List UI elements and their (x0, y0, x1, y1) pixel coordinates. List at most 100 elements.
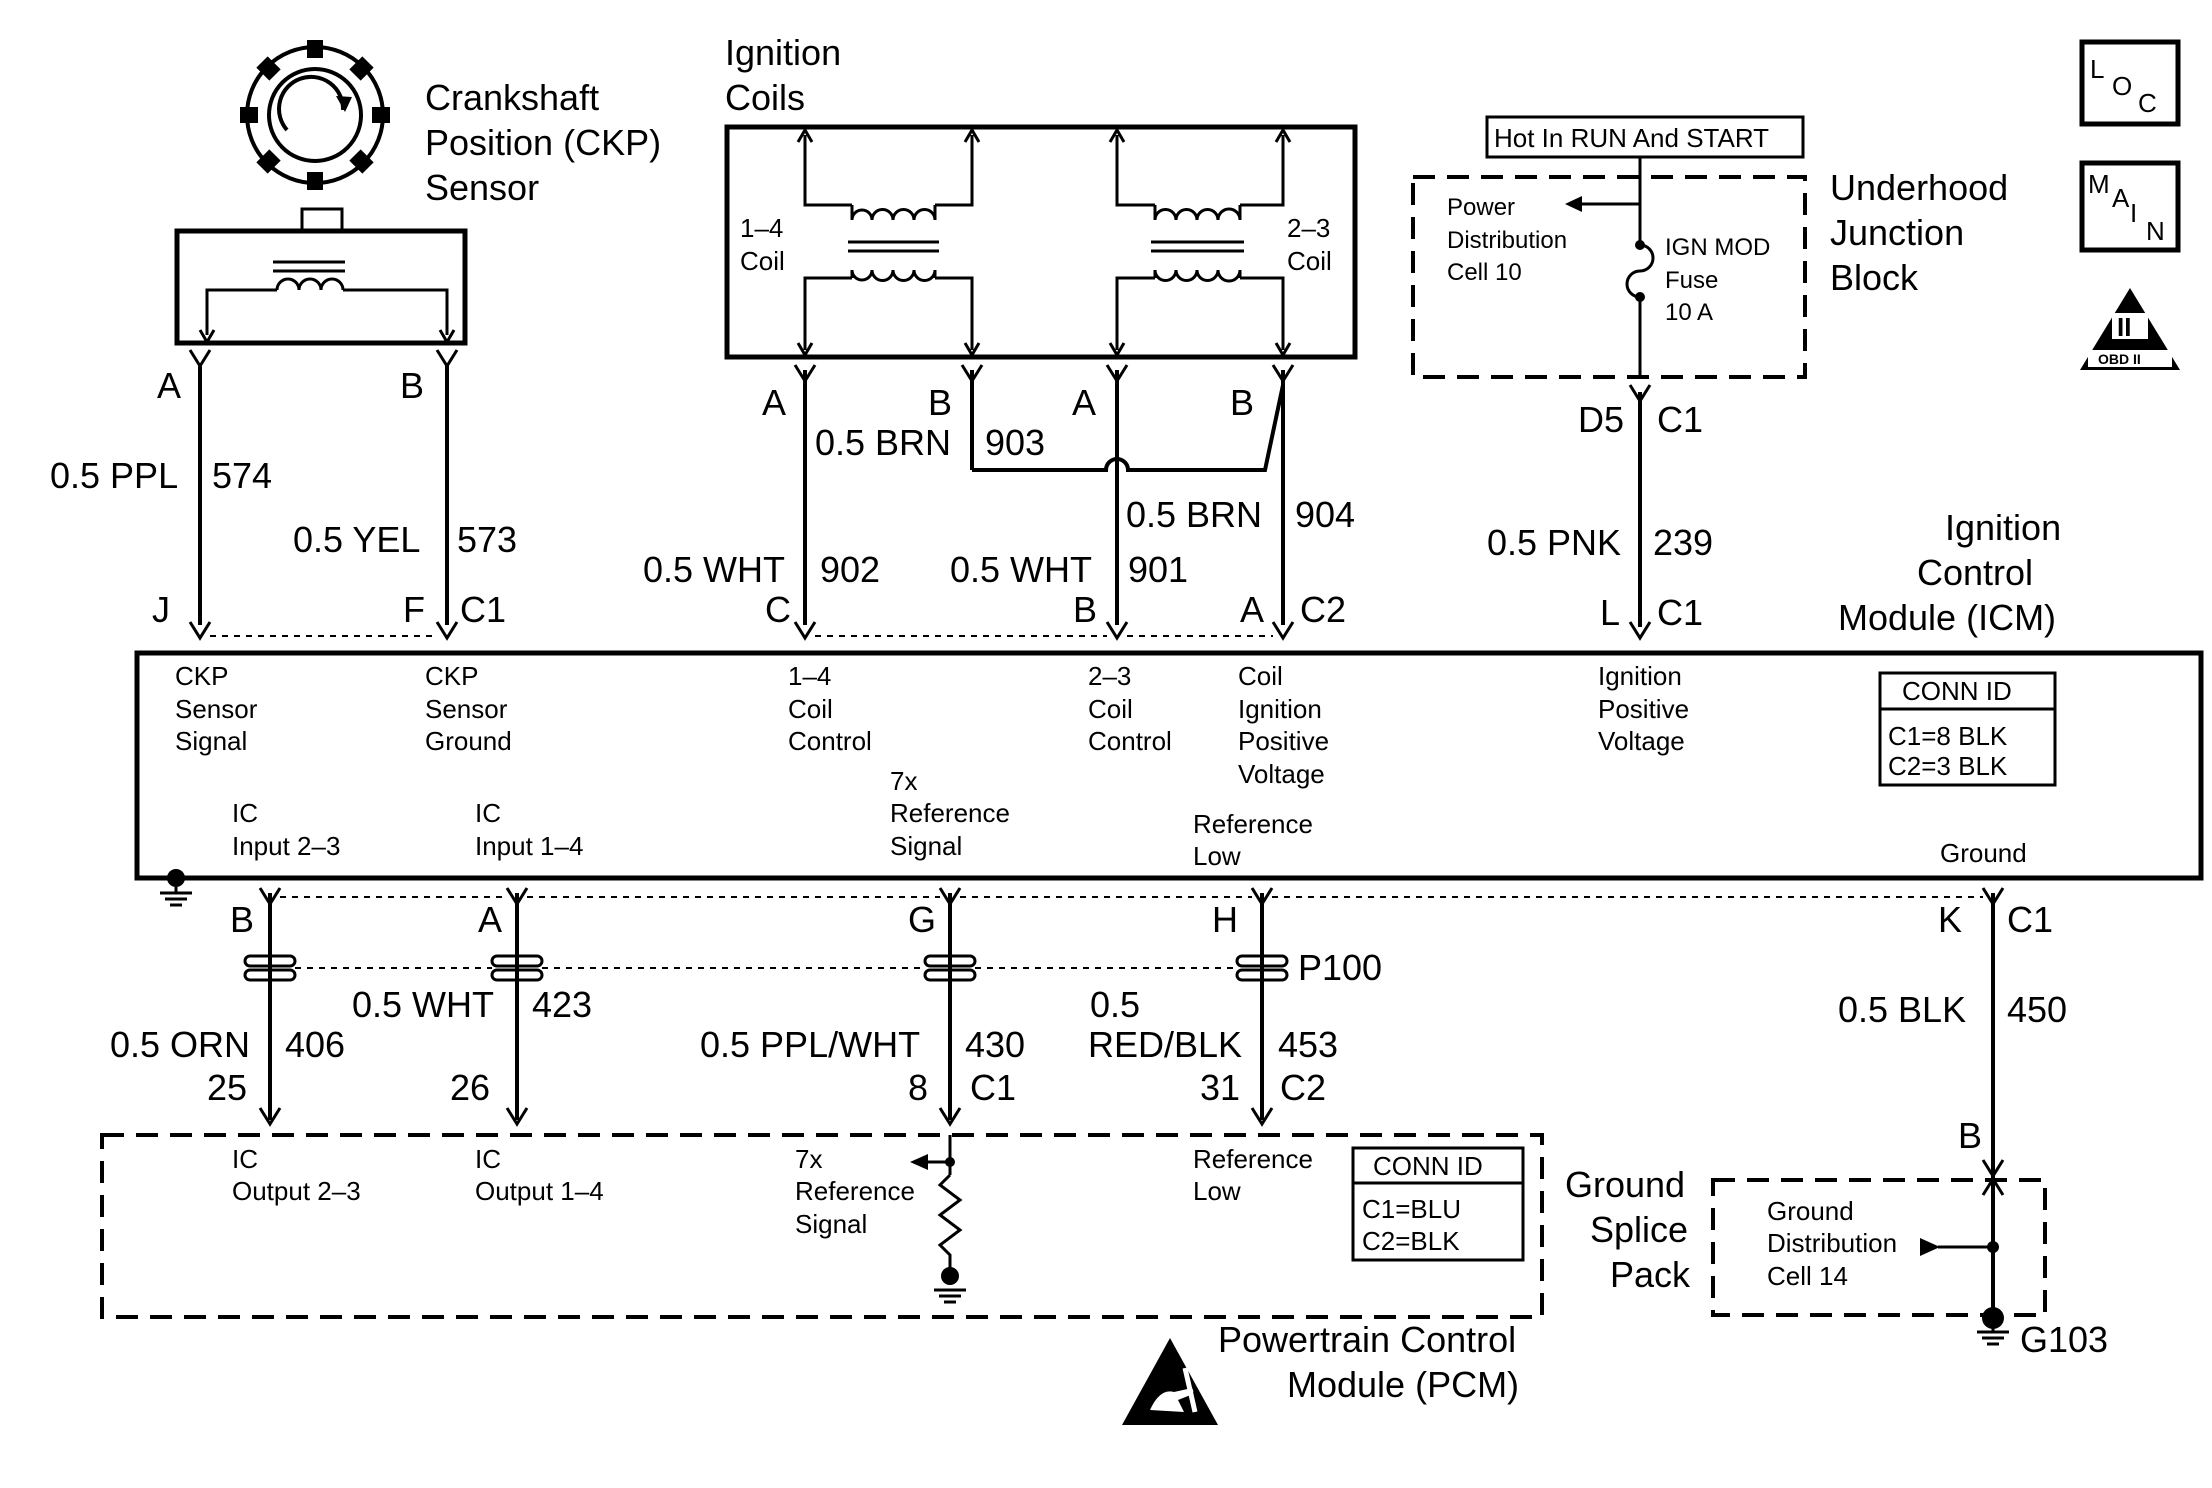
label: Reference (1193, 1144, 1313, 1174)
label: F (403, 589, 425, 630)
label: Reference (1193, 809, 1313, 839)
label: Crankshaft (425, 77, 599, 118)
label: Coil (1088, 694, 1133, 724)
label: 26 (450, 1067, 490, 1108)
label: B (1230, 382, 1254, 423)
label: IC (475, 1144, 501, 1174)
main-icon[interactable]: M A I N (2079, 160, 2181, 253)
label: B (1073, 589, 1097, 630)
label: A (762, 382, 786, 423)
ckp-title: Position (CKP) (425, 122, 661, 163)
label: Distribution (1447, 227, 1567, 254)
label: Ground (425, 726, 512, 756)
esd-warning-icon (1122, 1338, 1218, 1425)
label: A (478, 899, 502, 940)
label: Voltage (1598, 726, 1685, 756)
label: O (2112, 71, 2132, 101)
label: Voltage (1238, 759, 1325, 789)
label: Sensor (425, 167, 539, 208)
label: 901 (1128, 549, 1188, 590)
loc-icon[interactable]: L O C (2079, 39, 2181, 127)
pcm-ground-icon (934, 1267, 966, 1304)
label: Coil (1238, 661, 1283, 691)
label: K (1938, 899, 1962, 940)
label: C (2138, 88, 2157, 118)
label: 2–3 (1088, 661, 1131, 691)
label: Coil (740, 246, 785, 276)
label: Sensor (425, 694, 508, 724)
label: 2–3 (1287, 213, 1330, 243)
label: 0.5 WHT (950, 549, 1092, 590)
label: 0.5 YEL (293, 519, 420, 560)
g103-label: G103 (2020, 1319, 2108, 1360)
label: Coil (1287, 246, 1332, 276)
wire-574-size: 0.5 PPL (50, 455, 178, 496)
label: C2 (1300, 589, 1346, 630)
g103-ground-icon (1977, 1307, 2009, 1346)
label: Reference (890, 798, 1010, 828)
label: 904 (1295, 494, 1355, 535)
label: A (1240, 589, 1264, 630)
label: 0.5 WHT (643, 549, 785, 590)
label: IC (232, 1144, 258, 1174)
label: 903 (985, 422, 1045, 463)
label: 239 (1653, 522, 1713, 563)
label: Low (1193, 841, 1241, 871)
ignition-control-module: Ignition Control Module (ICM) CKP Sensor… (134, 507, 2204, 907)
label: C1=BLU (1362, 1194, 1461, 1224)
label: Positive (1598, 694, 1689, 724)
label: B (1958, 1115, 1982, 1156)
label: Control (788, 726, 872, 756)
label: Ground (1940, 838, 2027, 868)
label: A (2112, 183, 2130, 213)
label: 0.5 PNK (1487, 522, 1621, 563)
label: 7x (795, 1144, 822, 1174)
label: CONN ID (1373, 1151, 1483, 1181)
label: Reference (795, 1176, 915, 1206)
gsp-title: Ground (1565, 1164, 1685, 1205)
pcm-title: Powertrain Control (1218, 1319, 1516, 1360)
label: H (1212, 899, 1238, 940)
ground-splice-pack: B Ground Splice Pack Ground Distribution… (1565, 1115, 2108, 1360)
label: 0.5 (1090, 984, 1140, 1025)
label: C2=BLK (1362, 1226, 1460, 1256)
label: Cell 14 (1767, 1261, 1848, 1291)
label: Power (1447, 194, 1515, 221)
ujb-title: Underhood (1830, 167, 2008, 208)
label: C1 (970, 1067, 1016, 1108)
label: IGN MOD (1665, 234, 1770, 261)
obd-ii-icon[interactable]: II OBD II (2080, 288, 2180, 370)
label: 573 (457, 519, 517, 560)
hot-in-run-label: Hot In RUN And START (1494, 123, 1769, 153)
label: Control (1917, 552, 2033, 593)
label: 423 (532, 984, 592, 1025)
label: D5 (1578, 399, 1624, 440)
label: C1 (1657, 592, 1703, 633)
label: RED/BLK (1088, 1024, 1242, 1065)
label: 7x (890, 766, 917, 796)
label: 10 A (1665, 299, 1713, 326)
label: Signal (795, 1209, 867, 1239)
label: Splice (1590, 1209, 1688, 1250)
label: Input 2–3 (232, 831, 340, 861)
label: 8 (908, 1067, 928, 1108)
label: J (152, 589, 170, 630)
label: 0.5 WHT (352, 984, 494, 1025)
label: Coils (725, 77, 805, 118)
label: M (2088, 169, 2110, 199)
coils-title: Ignition (725, 32, 841, 73)
label: IC (475, 798, 501, 828)
label: CKP (425, 661, 478, 691)
gear-icon (240, 40, 390, 190)
label: Control (1088, 726, 1172, 756)
label: Pack (1610, 1254, 1691, 1295)
label: L (1600, 592, 1620, 633)
label: Cell 10 (1447, 259, 1522, 286)
label: Positive (1238, 726, 1329, 756)
label: Signal (175, 726, 247, 756)
label: Block (1830, 257, 1919, 298)
label: C2 (1280, 1067, 1326, 1108)
label: 25 (207, 1067, 247, 1108)
label: 450 (2007, 989, 2067, 1030)
label: Signal (890, 831, 962, 861)
